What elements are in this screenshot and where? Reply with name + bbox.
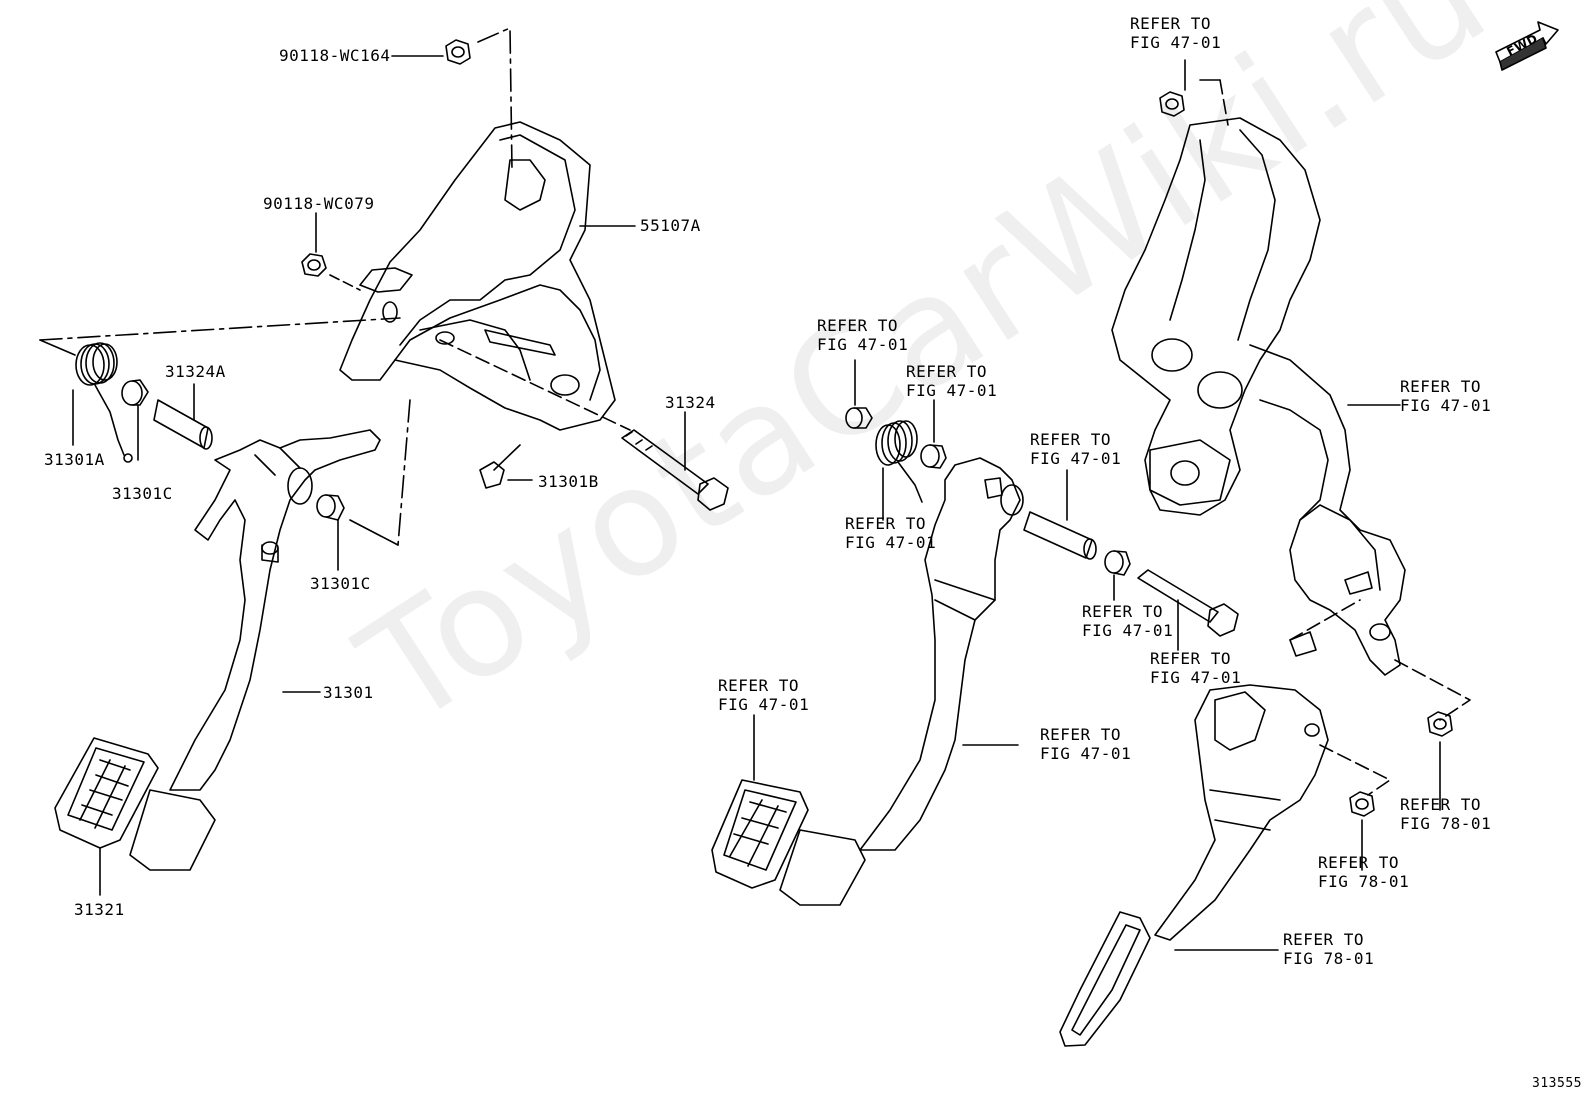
label-31324a[interactable]: 31324A <box>165 362 226 381</box>
label-31321[interactable]: 31321 <box>74 900 125 919</box>
middle-pedal-arm <box>859 457 1024 851</box>
figure-number: 313555 <box>1532 1076 1582 1091</box>
nut-right-low <box>1349 791 1375 817</box>
middle-pedal-pad <box>711 779 866 906</box>
screw-31301b <box>479 444 521 489</box>
label-90118-wc164: 90118-WC164 <box>279 46 391 65</box>
label-31301c-right[interactable]: 31301C <box>310 574 371 593</box>
middle-bushing-c <box>1104 550 1131 576</box>
middle-bushing-b <box>920 444 947 469</box>
right-stud-b <box>1344 571 1373 595</box>
nut-right-mid <box>1427 711 1453 737</box>
middle-bolt <box>1137 569 1239 637</box>
label-90118-wc079: 90118-WC079 <box>263 194 375 213</box>
label-31301[interactable]: 31301 <box>323 683 374 702</box>
label-31324[interactable]: 31324 <box>665 393 716 412</box>
middle-spring <box>875 420 923 503</box>
label-31301c-left[interactable]: 31301C <box>112 484 173 503</box>
collar-31324a <box>153 399 213 450</box>
nut-90118-wc079 <box>301 253 327 277</box>
right-pedal-bracket <box>1111 117 1321 516</box>
return-spring-31301a <box>75 342 133 463</box>
bushing-31301c-right <box>316 494 345 521</box>
pedal-bracket-55107a <box>339 121 616 431</box>
fwd-arrow-icon <box>1495 21 1559 71</box>
middle-bushing-a <box>845 407 873 429</box>
bushing-31301c-left <box>121 379 149 406</box>
pedal-pad-31321 <box>54 737 216 871</box>
pedal-arm-31301 <box>169 429 381 791</box>
middle-collar <box>1023 511 1097 560</box>
label-31301b[interactable]: 31301B <box>538 472 599 491</box>
bolt-31324 <box>621 429 729 511</box>
label-55107a[interactable]: 55107A <box>640 216 701 235</box>
label-31301a[interactable]: 31301A <box>44 450 105 469</box>
accelerator-pedal <box>1059 684 1329 1047</box>
right-pedal-arm <box>1249 344 1406 676</box>
nut-right-top <box>1159 91 1185 117</box>
right-stud-a <box>1289 631 1317 657</box>
nut-90118-wc164 <box>445 39 471 65</box>
